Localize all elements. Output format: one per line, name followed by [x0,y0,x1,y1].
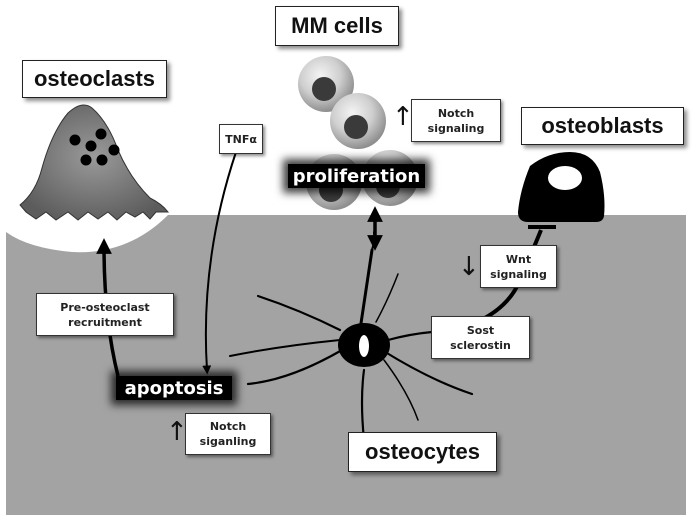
osteoclast-nuclei [69,128,120,166]
osteocytes-title: osteocytes [348,432,497,472]
wnt-signaling-line2: signaling [490,267,547,281]
sost-line1: Sost [466,323,495,337]
osteoclasts-title: osteoclasts [22,60,167,98]
wnt-signaling-line1: Wnt [505,252,532,266]
osteoblasts-title: osteoblasts [521,107,684,145]
notch-signaling-top-box: Notch signaling [411,99,501,142]
notch-signaling-top-line1: Notch [437,106,475,120]
apoptosis-label: apoptosis [116,376,232,400]
notch-siganling-bottom-box: Notch siganling [185,413,271,455]
resorption-pit [6,215,168,253]
proliferation-label: proliferation [288,164,425,188]
sost-sclerostin-box: Sost sclerostin [431,316,530,359]
bone-matrix [6,215,686,515]
sost-line2: sclerostin [450,338,511,352]
osteoclast-cell [19,104,170,221]
mm-cells-title: MM cells [275,6,399,46]
notch-bottom-up-arrow-icon: ↑ [166,417,188,447]
pre-osteoclast-recruitment-box: Pre-osteoclast recruitment [36,293,174,336]
osteocyte-nucleus [359,335,369,357]
pre-osteoclast-line1: Pre-osteoclast [60,300,150,314]
notch-siganling-bottom-line1: Notch [209,420,247,433]
tnf-alpha-box: TNFα [219,124,263,154]
notch-siganling-bottom-line2: siganling [199,435,257,448]
osteoblast-nucleus [548,166,582,190]
wnt-down-arrow-icon: ↓ [458,252,480,282]
notch-top-up-arrow-icon: ↑ [392,102,414,132]
pre-osteoclast-line2: recruitment [68,315,142,329]
wnt-signaling-box: Wnt signaling [480,245,557,288]
tnf-arrow [202,151,237,375]
notch-signaling-top-line2: signaling [427,121,485,135]
